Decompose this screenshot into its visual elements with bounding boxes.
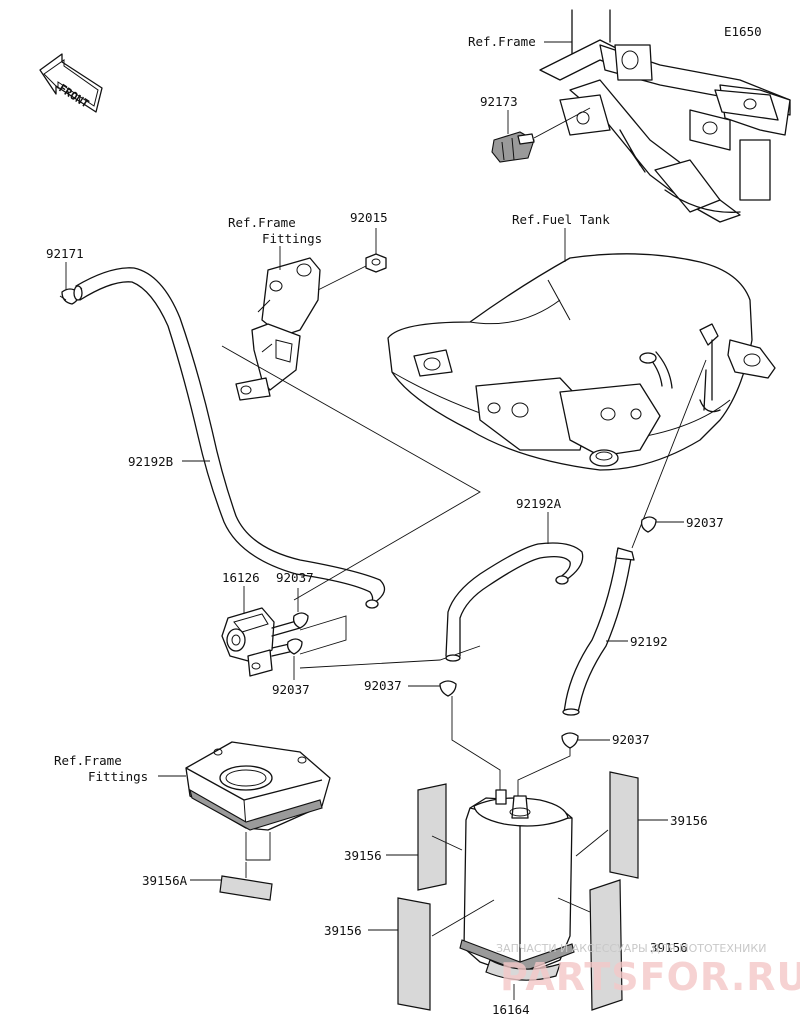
clip-92037-d <box>408 680 501 790</box>
label-92192A: 92192A <box>516 496 562 511</box>
label-92192: 92192 <box>630 634 668 649</box>
pad-39156-c <box>368 897 495 1011</box>
label-92037-a: 92037 <box>686 515 724 530</box>
watermark-small: ЗАПЧАСТИ И АКСЕССУАРЫ ДЛЯ МОТОТЕХНИКИ <box>496 942 766 955</box>
label-92173: 92173 <box>480 94 518 109</box>
label-16126: 16126 <box>222 570 260 585</box>
clip-92037-b <box>292 588 309 629</box>
label-ref-frame-fittings-top-2: Fittings <box>262 231 322 246</box>
label-ref-frame-fittings-top-1: Ref.Frame <box>228 215 296 230</box>
frame-fittings-bracket-bottom <box>158 741 331 861</box>
label-92015: 92015 <box>350 210 388 225</box>
pad-39156-d <box>557 879 623 1011</box>
hose-92192B <box>73 267 386 609</box>
label-92037-b: 92037 <box>276 570 314 585</box>
canister-16164 <box>459 789 575 1000</box>
watermark-big: PARTSFOR.RU <box>500 955 800 999</box>
label-92171: 92171 <box>46 246 84 261</box>
label-92037-d: 92037 <box>364 678 402 693</box>
valve-16126 <box>221 586 301 677</box>
front-arrow-icon: FRONT <box>39 53 103 113</box>
label-39156-d: 39156 <box>650 940 688 955</box>
nut-92015 <box>317 228 387 291</box>
clip-92037-a <box>640 516 684 533</box>
label-39156-b: 39156 <box>670 813 708 828</box>
label-ref-frame-top: Ref.Frame <box>468 34 536 49</box>
label-ref-frame-fittings-bottom-2: Fittings <box>88 769 148 784</box>
hose-92192A <box>445 512 584 662</box>
label-92037-c: 92037 <box>272 682 310 697</box>
frame-part <box>539 9 791 223</box>
label-ref-frame-fittings-bottom-1: Ref.Frame <box>54 753 122 768</box>
clip-92037-e <box>517 732 610 796</box>
label-39156-a: 39156 <box>344 848 382 863</box>
assembly-leaders <box>221 345 481 669</box>
label-39156A: 39156A <box>142 873 188 888</box>
label-16164: 16164 <box>492 1002 530 1017</box>
pad-39156-b <box>575 771 668 879</box>
label-ref-fuel-tank: Ref.Fuel Tank <box>512 212 610 227</box>
hose-92192 <box>562 359 707 716</box>
diagram-code: E1650 <box>724 24 762 39</box>
label-92037-e: 92037 <box>612 732 650 747</box>
clip-92173 <box>491 107 591 163</box>
label-39156-c: 39156 <box>324 923 362 938</box>
label-92192B: 92192B <box>128 454 173 469</box>
pad-39156-a <box>386 783 463 891</box>
frame-fittings-bracket-top <box>235 257 321 401</box>
pad-39156A <box>190 862 273 901</box>
clip-92037-c <box>286 638 303 680</box>
fuel-tank-part <box>387 228 776 471</box>
